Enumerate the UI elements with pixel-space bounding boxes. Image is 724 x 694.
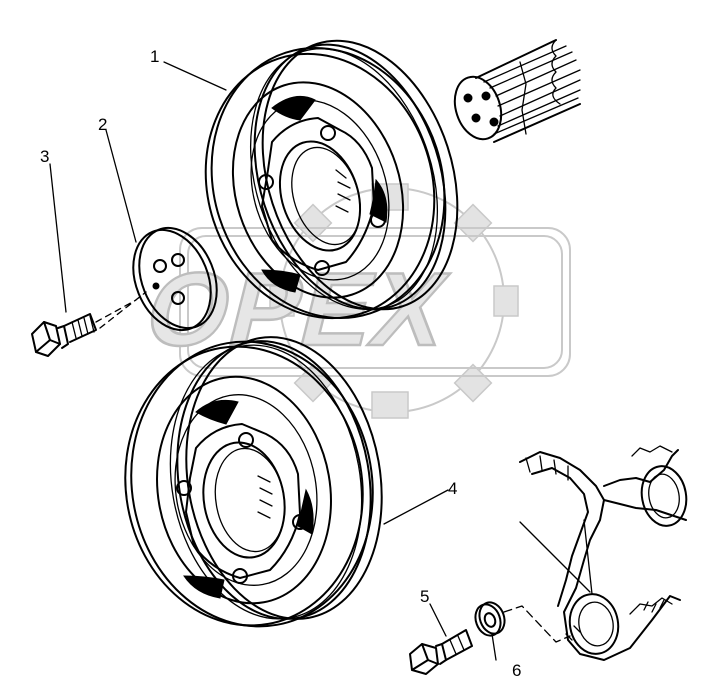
watermark-logo: OPEX [134,183,571,419]
watermark-gear [269,183,519,419]
callout-3: 3 [40,147,49,166]
washer-small [474,601,571,643]
callout-6: 6 [512,661,521,680]
watermark-frame [179,227,571,377]
housing-fragment [519,445,688,661]
bolt-lower [409,629,473,675]
callout-1: 1 [150,47,159,66]
washer-plate [132,226,218,332]
callout-5: 5 [420,587,429,606]
callout-2: 2 [98,115,107,134]
leader-lines [49,61,591,661]
callout-4: 4 [448,479,457,498]
bolt-upper [31,291,147,357]
callout-labels: 1 2 3 4 5 6 [40,47,521,680]
splined-shaft [453,39,581,143]
lower-pulley [124,336,383,628]
upper-pulley [204,39,459,320]
